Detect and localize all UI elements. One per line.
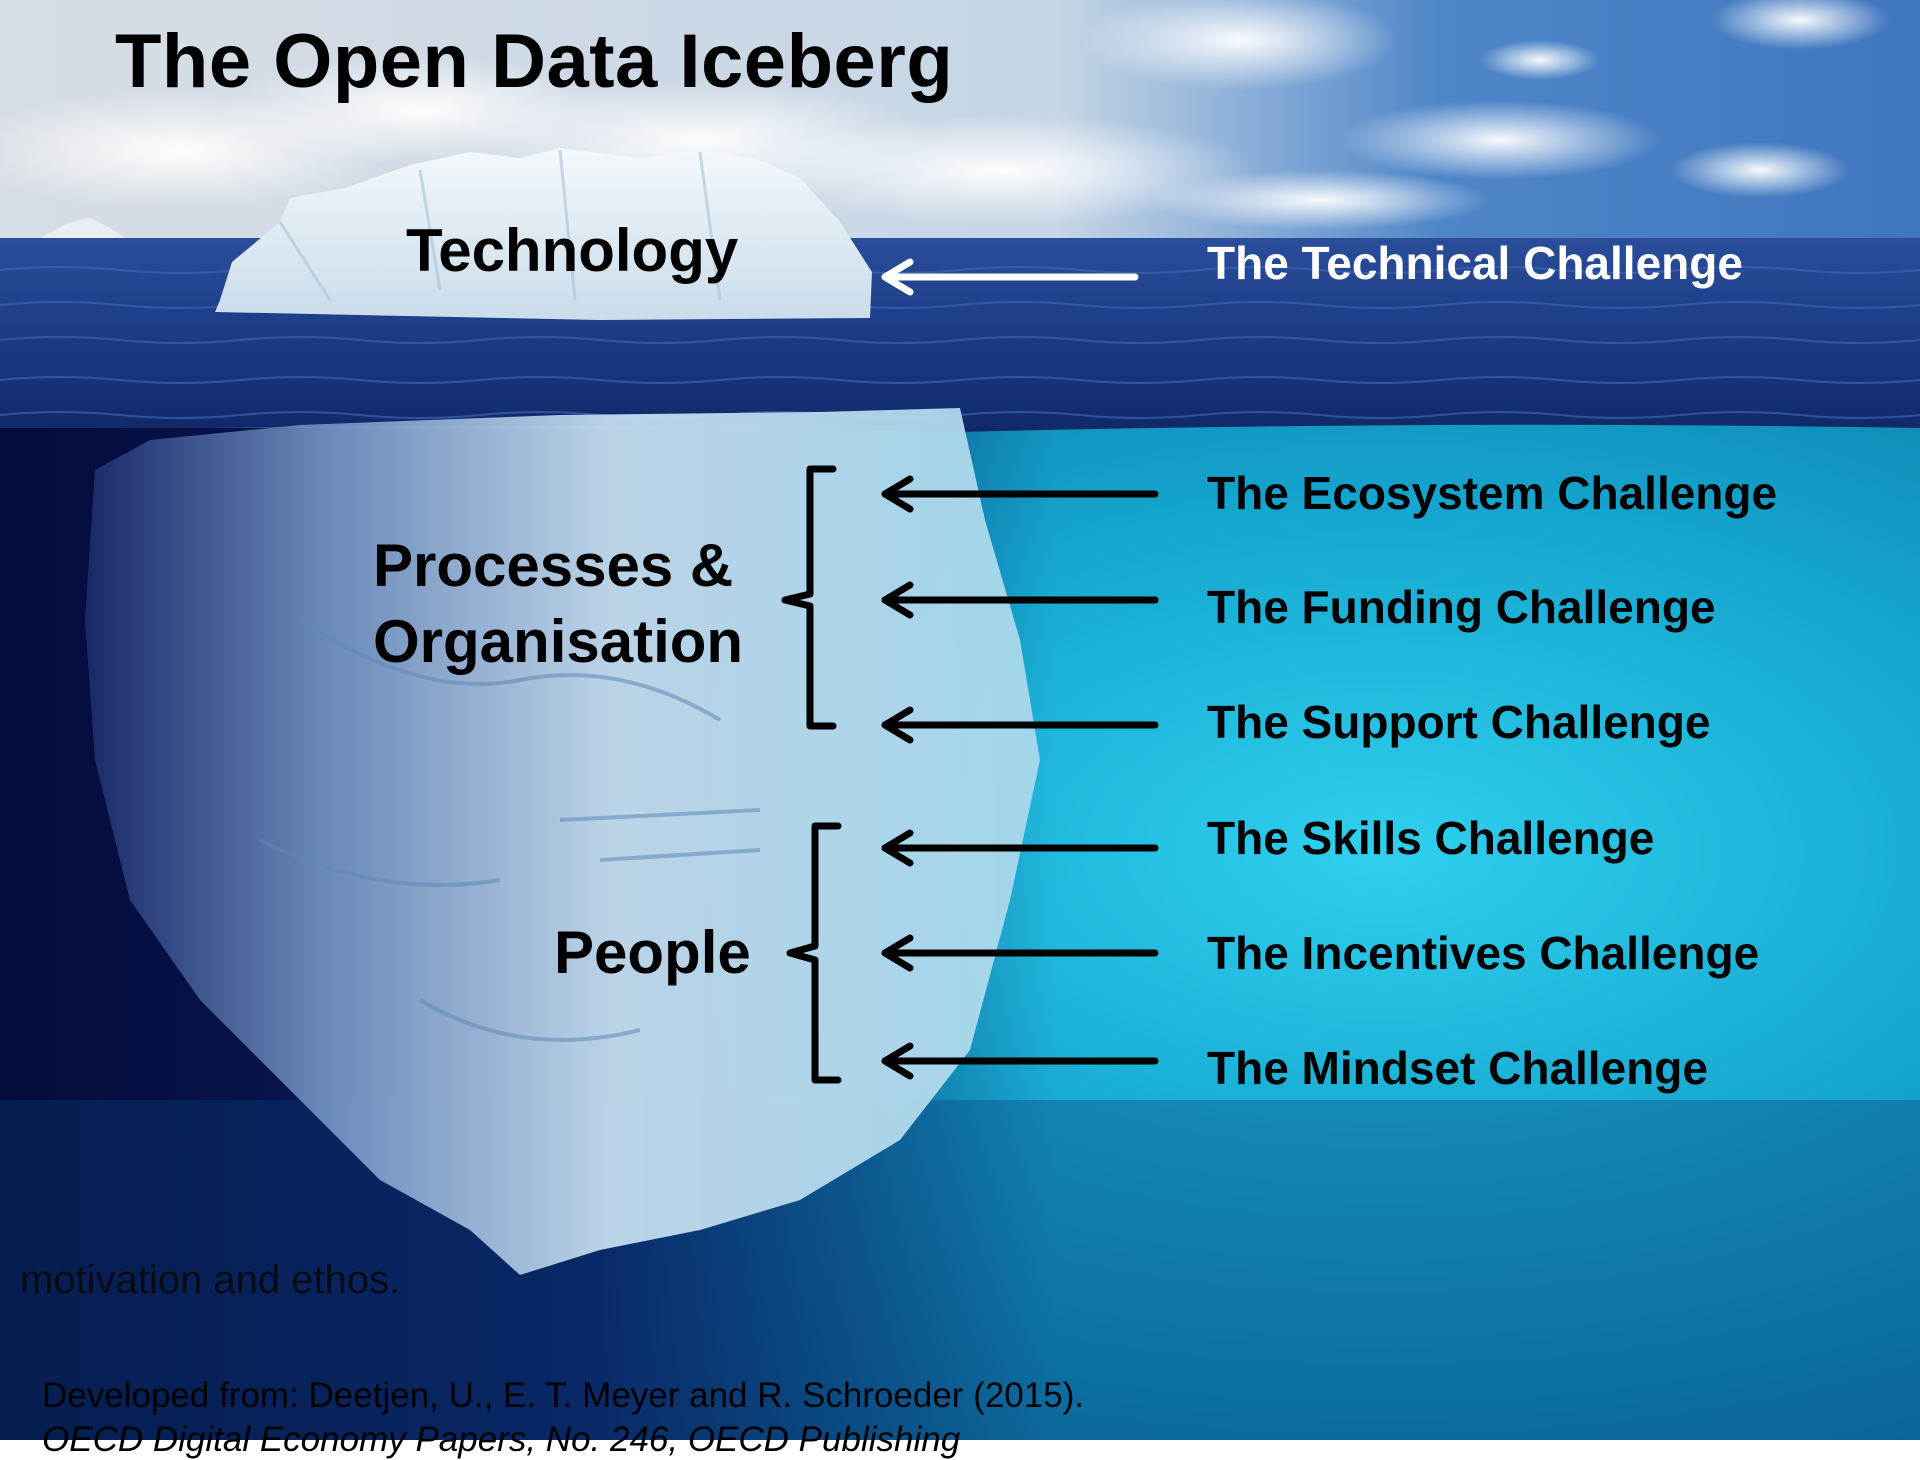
challenge-skills: The Skills Challenge (1207, 812, 1655, 864)
iceberg-bottom (85, 408, 1040, 1275)
technical-arrow (881, 258, 1139, 296)
clouds (0, 0, 1890, 230)
overlapping-text: motivation and ethos. (20, 1258, 401, 1302)
challenge-funding: The Funding Challenge (1207, 581, 1716, 633)
challenge-technical: The Technical Challenge (1207, 237, 1743, 289)
tier-processes-line1: Processes & (373, 532, 734, 599)
brace-processes (781, 465, 837, 730)
challenge-arrows (881, 475, 1159, 1080)
page-title: The Open Data Iceberg (115, 19, 954, 104)
tier-processes: Processes & Organisation (373, 528, 743, 680)
tier-people: People (554, 919, 751, 986)
challenge-mindset: The Mindset Challenge (1207, 1042, 1708, 1094)
tier-processes-line2: Organisation (373, 608, 744, 675)
footer-citation-cont: OECD Digital Economy Papers, No. 246, OE… (42, 1420, 961, 1459)
challenge-ecosystem: The Ecosystem Challenge (1207, 467, 1778, 519)
challenge-incentives: The Incentives Challenge (1207, 927, 1760, 979)
tier-technology: Technology (406, 217, 739, 284)
challenge-support: The Support Challenge (1207, 696, 1711, 748)
brace-people (786, 822, 842, 1084)
iceberg-top (215, 148, 872, 320)
distant-iceberg (40, 218, 125, 238)
footer-citation: Developed from: Deetjen, U., E. T. Meyer… (42, 1376, 1085, 1415)
